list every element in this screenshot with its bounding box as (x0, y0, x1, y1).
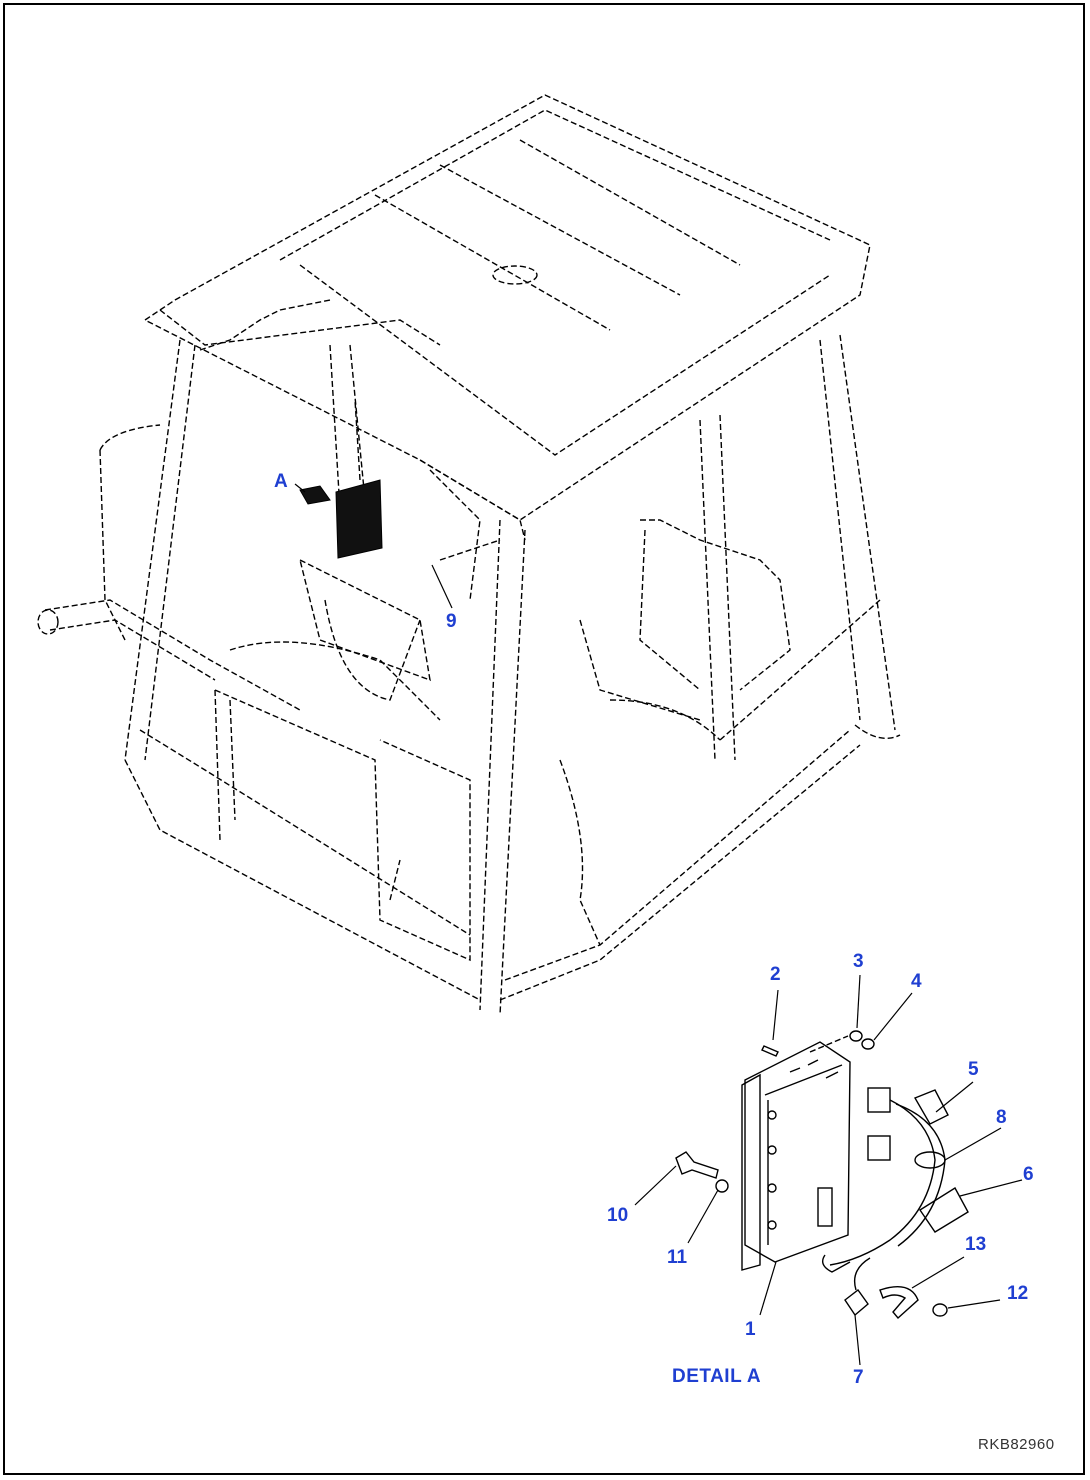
callout-3: 3 (853, 951, 864, 972)
drawing-frame (3, 3, 1085, 1475)
leader-a (294, 483, 306, 493)
callout-13: 13 (965, 1234, 987, 1255)
callout-5: 5 (968, 1059, 979, 1080)
cab-floor-frame (37, 424, 881, 1001)
callout-a: A (274, 471, 288, 492)
callout-6: 6 (1023, 1164, 1034, 1185)
detail-a-drawing (634, 974, 1023, 1366)
detail-a-label: DETAIL A (672, 1366, 762, 1387)
callout-10: 10 (607, 1205, 629, 1226)
leader-9 (431, 564, 453, 609)
callout-4: 4 (911, 971, 922, 992)
callout-9: 9 (446, 611, 457, 632)
cab-interior (214, 469, 791, 962)
controller-location-a (299, 399, 383, 559)
cab-pillars (124, 334, 901, 1016)
cab-roof (143, 94, 871, 541)
callout-12: 12 (1007, 1283, 1029, 1304)
callout-11: 11 (667, 1247, 688, 1268)
drawing-code: RKB82960 (978, 1436, 1055, 1453)
callout-1: 1 (745, 1319, 756, 1340)
callout-7: 7 (853, 1367, 864, 1388)
callout-2: 2 (770, 964, 781, 985)
callout-8: 8 (996, 1107, 1007, 1128)
